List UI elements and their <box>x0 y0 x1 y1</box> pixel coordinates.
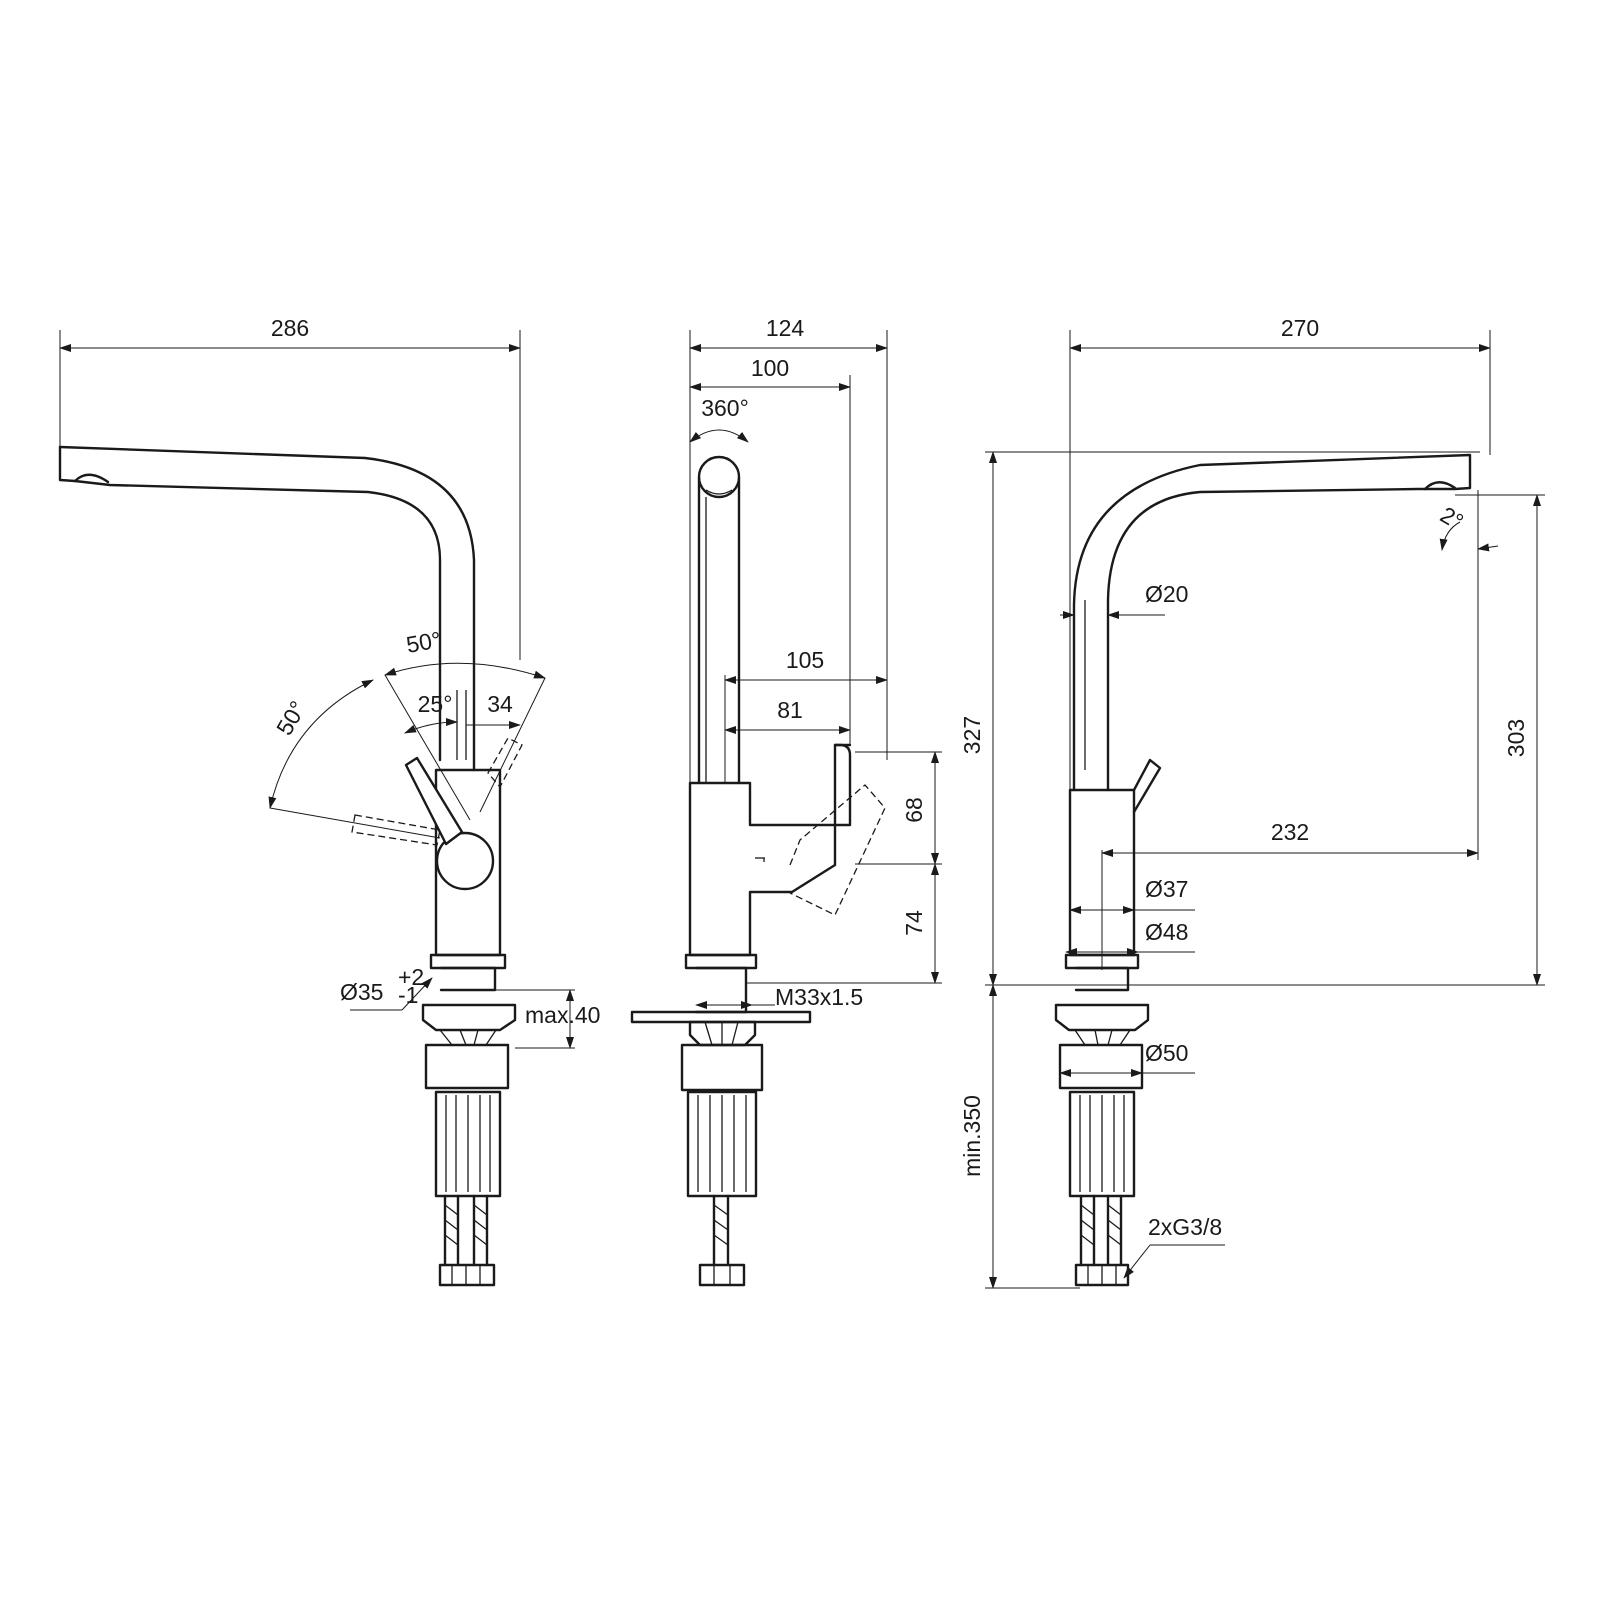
dim-flange-diameter: Ø50 <box>1145 1040 1188 1066</box>
rear-view: 270 327 303 2° Ø20 232 Ø37 Ø48 <box>959 315 1545 1289</box>
dim-lever-height: 68 <box>901 797 927 823</box>
lever-pivot <box>435 831 495 891</box>
front-view: 286 50° 50° 25° 34 Ø35 +2 -1 max.40 <box>58 315 600 1287</box>
dim-width-rear: 270 <box>1281 315 1319 341</box>
dim-body-diameter: Ø37 <box>1145 876 1188 902</box>
dim-hole-diameter: Ø35 <box>340 979 383 1005</box>
dim-lever-reach: 105 <box>786 647 824 673</box>
front-base <box>421 966 517 1287</box>
side-base <box>630 953 812 1287</box>
side-dimensions: 124 100 360° 105 81 68 74 M33x1.5 <box>689 315 942 1010</box>
dim-hole-tol-plus: +2 <box>398 964 424 990</box>
dim-outlet-height: 303 <box>1503 719 1529 757</box>
rear-spout <box>1072 453 1472 792</box>
dim-hole-tol-minus: -1 <box>398 982 418 1008</box>
dim-base-diameter: Ø48 <box>1145 919 1188 945</box>
dim-spout-angle: 2° <box>1436 501 1468 535</box>
dim-lever-base-height: 74 <box>901 910 927 936</box>
dim-min-length: min.350 <box>959 1095 985 1177</box>
front-lever <box>404 756 464 846</box>
dim-width-inner: 100 <box>751 355 789 381</box>
dim-reach: 232 <box>1271 819 1309 845</box>
side-view: 124 100 360° 105 81 68 74 M33x1.5 <box>630 315 942 1287</box>
dim-spout-diameter: Ø20 <box>1145 581 1188 607</box>
dim-connections: 2xG3/8 <box>1148 1214 1222 1240</box>
front-dimensions: 286 50° 50° 25° 34 Ø35 +2 -1 max.40 <box>59 315 600 1049</box>
dim-angle-25: 25° <box>418 691 453 717</box>
dim-max-thickness: max.40 <box>525 1002 600 1028</box>
dim-angle-50-right: 50° <box>404 626 443 658</box>
rear-base <box>1054 966 1150 1287</box>
dim-width-front: 286 <box>271 315 309 341</box>
dim-offset-34: 34 <box>487 691 513 717</box>
rear-dimensions: 270 327 303 2° Ø20 232 Ø37 Ø48 <box>959 315 1545 1289</box>
dim-lever-reach-inner: 81 <box>777 697 803 723</box>
dim-rotation: 360° <box>701 395 749 421</box>
front-body <box>351 737 523 970</box>
dim-width-side: 124 <box>766 315 805 341</box>
dim-total-height: 327 <box>959 716 985 754</box>
side-spout <box>697 455 741 785</box>
dim-thread: M33x1.5 <box>775 984 863 1010</box>
side-body <box>688 743 886 957</box>
